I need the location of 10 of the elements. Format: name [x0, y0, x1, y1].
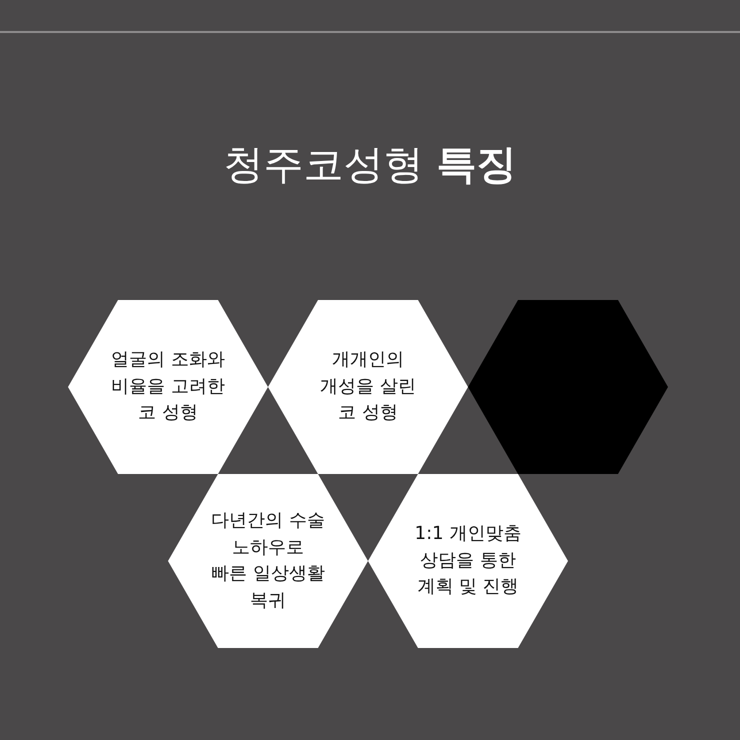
node-text: 개개인의 개성을 살린 코 성형	[320, 348, 416, 426]
hexagon	[68, 300, 268, 474]
node-text: 1:1 개인맞춤 상담을 통한 계획 및 진행	[414, 522, 522, 600]
hexagon	[168, 474, 368, 648]
hexagon	[268, 300, 468, 474]
node-text: 다년간의 수술 노하우로 빠른 일상생활 복귀	[211, 509, 325, 612]
hexagon	[468, 300, 668, 474]
hexagon	[368, 474, 568, 648]
node-text: 얼굴의 조화와 비율을 고려한 코 성형	[111, 348, 225, 426]
title: 청주코성형 특징	[224, 141, 516, 190]
